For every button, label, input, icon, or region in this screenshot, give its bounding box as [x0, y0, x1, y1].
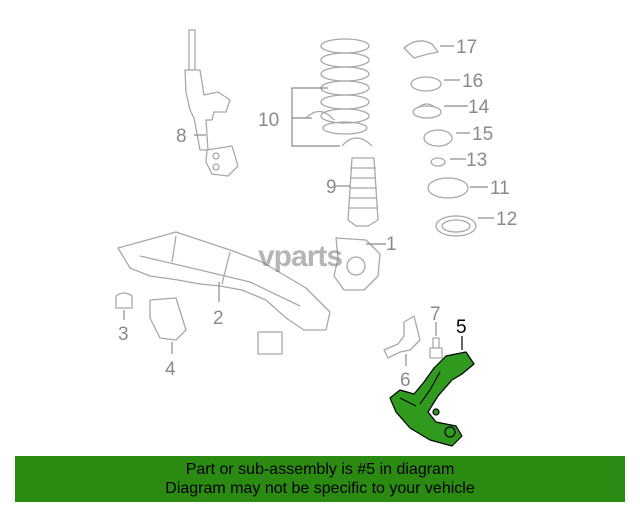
watermark-logo: vparts [258, 240, 343, 274]
callout-2: 2 [213, 308, 224, 329]
callout-5: 5 [456, 317, 467, 338]
parts-diagram: 8 10 9 17 16 14 15 [115, 29, 517, 447]
mount-bracket[interactable] [149, 297, 187, 341]
stabilizer-link[interactable] [383, 315, 421, 359]
callout-6: 6 [400, 370, 411, 391]
callout-4: 4 [165, 359, 176, 380]
callout-13: 13 [466, 150, 487, 171]
info-banner: Part or sub-assembly is #5 in diagram Di… [15, 456, 625, 502]
strut-assembly[interactable] [184, 29, 239, 177]
ball-joint-bolt[interactable] [429, 337, 443, 359]
lead-10 [291, 87, 340, 147]
dust-boot[interactable] [347, 157, 379, 227]
steering-knuckle[interactable] [333, 237, 381, 291]
callout-17: 17 [456, 37, 477, 58]
callout-3: 3 [118, 324, 129, 345]
callout-1: 1 [386, 234, 397, 255]
watermark-text: vparts [258, 240, 343, 273]
callout-11: 11 [490, 178, 510, 199]
crossmember[interactable] [117, 231, 331, 355]
coil-spring[interactable] [305, 38, 373, 147]
lower-control-arm[interactable] [389, 351, 475, 447]
mount-stack[interactable] [403, 40, 477, 237]
callout-7: 7 [430, 304, 441, 325]
callout-8: 8 [176, 126, 187, 147]
bushing[interactable] [115, 292, 133, 309]
callout-12: 12 [496, 209, 517, 230]
callout-9: 9 [326, 177, 337, 198]
banner-line-2: Diagram may not be specific to your vehi… [165, 480, 475, 497]
callout-10: 10 [258, 110, 279, 131]
callout-15: 15 [472, 124, 493, 145]
callout-14: 14 [468, 97, 490, 118]
callout-16: 16 [462, 71, 483, 92]
banner-line-1: Part or sub-assembly is #5 in diagram [185, 461, 455, 478]
